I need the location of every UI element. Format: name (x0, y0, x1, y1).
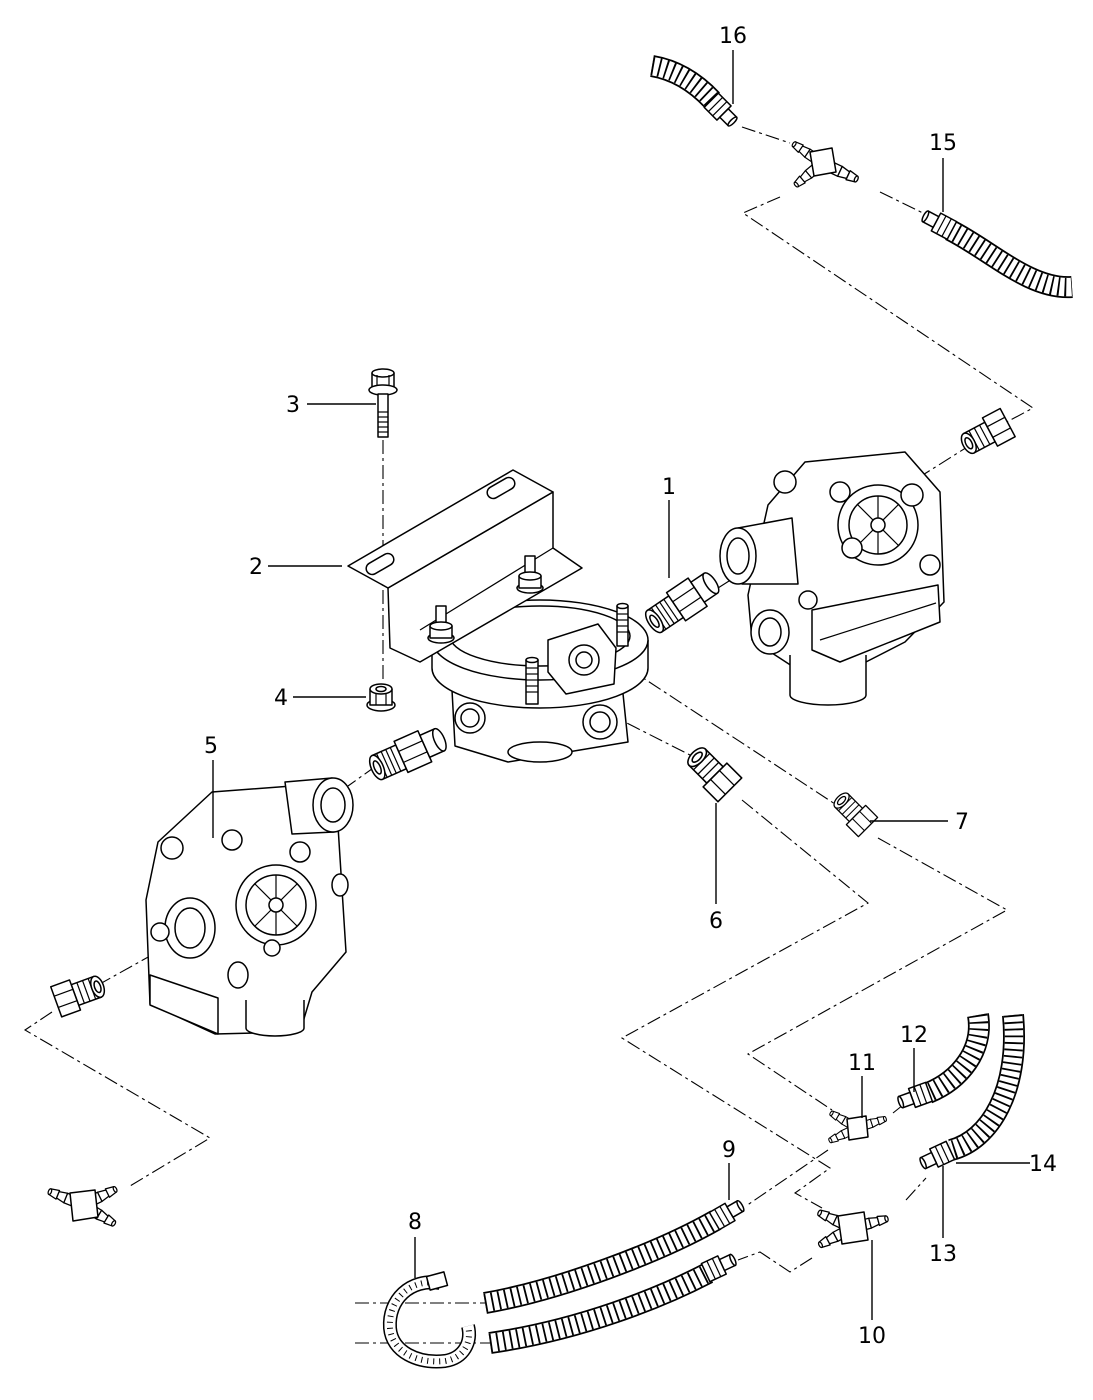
relay-valve-front-details (525, 602, 629, 705)
callout-5: 5 (204, 734, 218, 759)
line-fitting7-to-tee11 (746, 837, 1009, 1111)
line-hose16-to-tee (741, 126, 791, 144)
bracket-top-plate (347, 469, 554, 589)
relay-valve-stud (616, 602, 629, 647)
callout-4: 4 (274, 686, 288, 711)
callout-1: 1 (662, 475, 676, 500)
relay-valve-exhaust (507, 741, 573, 763)
modulator-valve-right (719, 451, 945, 706)
callout-6: 6 (709, 909, 723, 934)
callout-numbers: 1 2 3 4 5 6 7 8 9 10 11 12 13 14 15 16 (204, 24, 1057, 1349)
hose-lower (488, 1263, 714, 1354)
cable-strap-8 (382, 1271, 476, 1369)
hose-fitting-13 (916, 1140, 956, 1174)
tee-connector-10 (815, 1207, 890, 1251)
flange-bolt-3 (368, 368, 398, 438)
callout-9: 9 (722, 1138, 736, 1163)
union-fitting-left (364, 721, 452, 787)
bracket-stud-nut (516, 555, 544, 594)
line-tee10-to-hose14 (905, 1177, 927, 1201)
hose-14 (947, 1013, 1025, 1161)
tee-connector-11 (826, 1108, 888, 1146)
plug-fitting-7 (827, 786, 879, 838)
union-fitting-1 (639, 565, 726, 640)
line-left-plug-to-valve5 (97, 955, 151, 986)
leader-lines (212, 50, 1030, 1320)
plug-fitting-top-right (955, 407, 1016, 461)
hose-fitting-lower (700, 1249, 740, 1283)
modulator-valve-5 (145, 777, 354, 1037)
line-left-plug-to-left-tee (23, 1011, 212, 1187)
bracket-slot (365, 552, 395, 576)
callout-7: 7 (955, 810, 969, 835)
line-tee-to-plug (741, 196, 1035, 425)
hose-15 (944, 220, 1073, 299)
tee-connector-left (45, 1183, 120, 1230)
hose-9 (483, 1210, 722, 1314)
plug-fitting-left (49, 968, 110, 1018)
callout-13: 13 (929, 1242, 957, 1267)
relay-valve-stud (525, 656, 539, 705)
line-valve-to-fitting7 (627, 667, 839, 807)
plug-fitting-6 (680, 740, 743, 803)
bracket-stud-nut (427, 605, 455, 644)
callout-14: 14 (1029, 1152, 1057, 1177)
line-valve-to-fitting6 (604, 711, 693, 757)
callout-15: 15 (929, 131, 957, 156)
callout-12: 12 (900, 1023, 928, 1048)
hose-16 (649, 55, 720, 108)
callout-10: 10 (858, 1324, 886, 1349)
callout-16: 16 (719, 24, 747, 49)
strap-buckle (425, 1271, 449, 1291)
line-tee11-to-hose9 (745, 1149, 829, 1207)
callout-3: 3 (286, 393, 300, 418)
valve-base-plate (149, 974, 219, 1035)
assembly-lines (23, 126, 1035, 1344)
tee-connector-top (789, 138, 861, 190)
line-tee-to-hose15 (879, 191, 926, 215)
hose-12 (923, 1013, 990, 1104)
flange-nut-4 (366, 683, 396, 712)
callout-8: 8 (408, 1210, 422, 1235)
valve-bottom-cylinder (789, 655, 867, 706)
valve-bottom-cylinder (245, 1000, 305, 1037)
line-plug-to-right-valve (917, 443, 973, 479)
bracket-slot (486, 476, 516, 500)
callout-11: 11 (848, 1051, 876, 1076)
line-fitting6-to-tee10 (620, 799, 869, 1209)
mounting-bracket-2 (347, 469, 583, 663)
valve-base-plate (811, 584, 941, 663)
callout-2: 2 (249, 555, 263, 580)
line-tee10-to-lower-hose (737, 1251, 813, 1273)
